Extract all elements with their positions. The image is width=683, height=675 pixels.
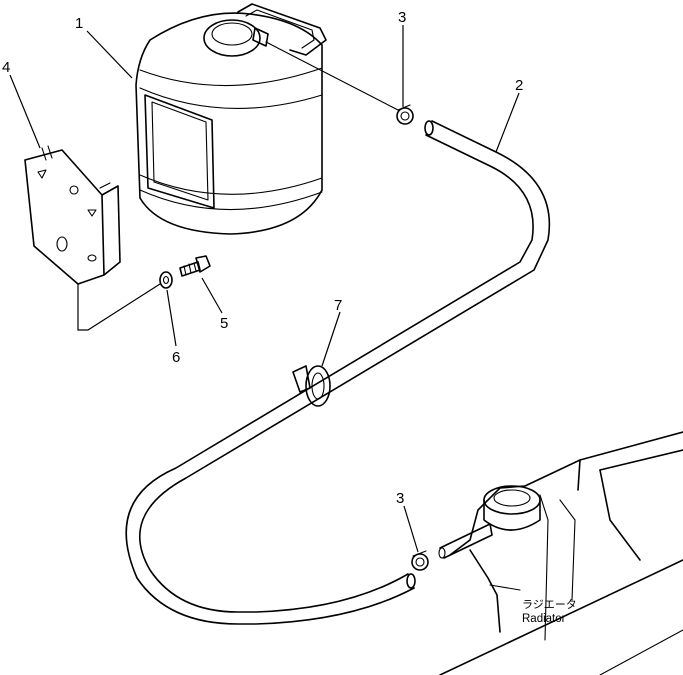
callout-6: 6 <box>172 349 180 366</box>
radiator-label-jp: ラジエータ <box>522 598 577 611</box>
callout-3-lower: 3 <box>396 490 404 507</box>
callout-1: 1 <box>75 15 83 32</box>
radiator <box>438 431 683 675</box>
callout-7: 7 <box>334 297 342 314</box>
callout-5: 5 <box>220 315 228 332</box>
hose <box>125 120 551 625</box>
tank-hose-line <box>265 41 399 111</box>
bolt <box>179 255 211 277</box>
washer <box>159 271 173 289</box>
radiator-label-en: Radiator <box>522 613 566 625</box>
mounting-bracket <box>24 145 121 285</box>
hose-clamp-lower <box>411 550 429 571</box>
callout-3-upper: 3 <box>398 9 406 26</box>
callouts: 1 2 3 3 4 5 6 7 <box>2 9 523 507</box>
hose-clip <box>292 365 331 407</box>
leader-lines <box>9 25 520 553</box>
reserve-tank <box>135 3 327 235</box>
callout-2: 2 <box>515 77 523 94</box>
hose-clamp-upper <box>396 104 414 125</box>
callout-4: 4 <box>2 59 10 76</box>
